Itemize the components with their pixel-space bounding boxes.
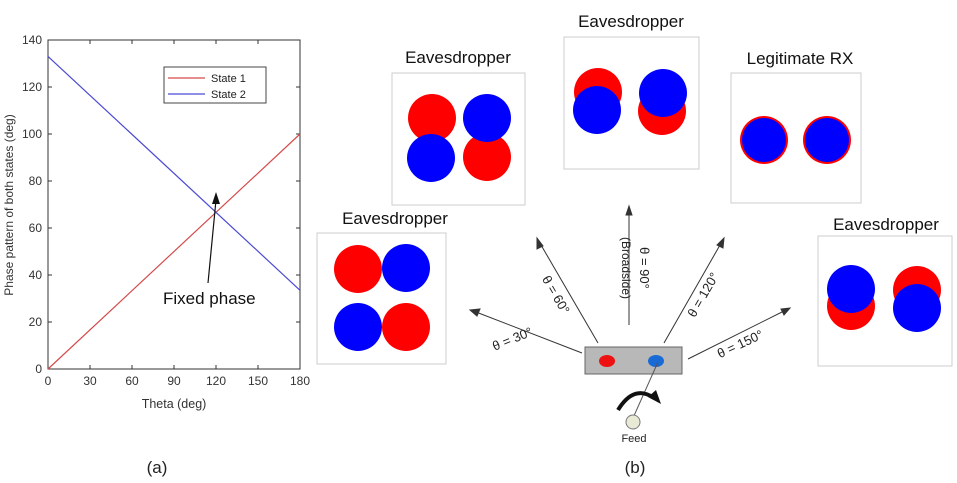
constellation-theta-150 [817, 235, 953, 367]
y-tick-label: 120 [22, 80, 42, 94]
x-tick-label: 0 [45, 374, 52, 388]
title-theta-150: Eavesdropper [833, 215, 939, 234]
series-line-state-1 [47, 133, 301, 370]
constellation-theta-30 [316, 232, 447, 365]
title-theta-90: Eavesdropper [578, 12, 684, 31]
feed-point [625, 414, 641, 430]
rotation-arrow-icon [616, 391, 656, 412]
x-axis-label: Theta (deg) [142, 397, 207, 411]
feed-label: Feed [621, 433, 646, 445]
beam-diagram: Eavesdropper Eavesdropper Eavesdropper L… [316, 12, 953, 445]
angle-label-90: θ = 90° [637, 247, 652, 289]
series-line-state-2 [47, 56, 301, 291]
fixed-phase-annotation: Fixed phase [163, 192, 256, 308]
angle-label-30: θ = 30° [490, 324, 534, 354]
constellation-theta-60 [391, 72, 526, 206]
annotation-text: Fixed phase [163, 289, 256, 308]
title-theta-60: Eavesdropper [405, 48, 511, 67]
series-lines [47, 56, 301, 370]
y-tick-label: 100 [22, 127, 42, 141]
arrow-head-icon [212, 192, 220, 204]
x-tick-label: 120 [206, 374, 226, 388]
y-tick-label: 20 [29, 315, 43, 329]
panel-b-label: (b) [625, 458, 646, 477]
y-tick-label: 80 [29, 174, 43, 188]
angle-label-120: θ = 120° [684, 270, 721, 320]
legend-box [163, 66, 267, 104]
angle-label-60: θ = 60° [539, 273, 573, 317]
y-tick-label: 0 [35, 362, 42, 376]
x-axis-ticks: 0 30 60 90 120 150 180 [45, 40, 310, 388]
constellation-theta-90 [563, 36, 700, 170]
y-tick-label: 60 [29, 221, 43, 235]
x-tick-label: 90 [167, 374, 181, 388]
panel-a-label: (a) [147, 458, 168, 477]
y-axis-label: Phase pattern of both states (deg) [2, 114, 16, 295]
legend-label-state-1: State 1 [211, 73, 246, 85]
angle-label-150: θ = 150° [715, 327, 766, 361]
title-theta-30: Eavesdropper [342, 209, 448, 228]
y-axis-ticks: 0 20 40 60 80 100 120 140 [22, 33, 300, 376]
constellation-theta-120 [730, 72, 862, 204]
beam-arrows [468, 204, 792, 360]
phase-chart: 0 20 40 60 80 100 120 140 0 30 60 90 120 150 180 Thet… [2, 33, 310, 411]
antenna-element-blue [648, 355, 664, 367]
x-tick-label: 180 [290, 374, 310, 388]
feed-line [632, 361, 659, 419]
y-tick-label: 40 [29, 268, 43, 282]
chart-legend: State 1 State 2 [163, 66, 267, 104]
x-tick-label: 30 [83, 374, 97, 388]
title-theta-120: Legitimate RX [747, 49, 854, 68]
antenna-element-red [599, 355, 615, 367]
y-tick-label: 140 [22, 33, 42, 47]
x-tick-label: 150 [248, 374, 268, 388]
angle-sublabel-90: (Broadside) [619, 237, 633, 299]
annotation-arrow [207, 199, 217, 284]
rotation-arrow-head-icon [648, 390, 661, 404]
legend-label-state-2: State 2 [211, 89, 246, 101]
x-tick-label: 60 [125, 374, 139, 388]
